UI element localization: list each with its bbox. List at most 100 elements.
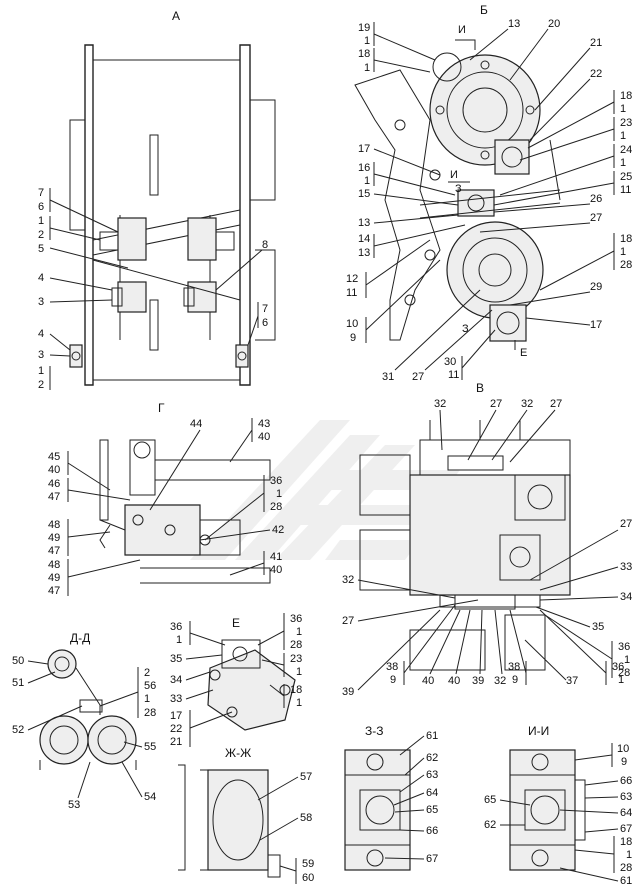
callout-g-44: 44 — [190, 418, 202, 430]
callout-b-15: 15 — [358, 188, 370, 200]
callout-dd-56: 56 — [144, 680, 156, 692]
view-dd-callouts: 50 51 2 56 1 28 52 55 53 54 — [12, 655, 156, 811]
callout-ii-64: 64 — [620, 807, 632, 819]
callout-ii-61: 61 — [620, 875, 632, 887]
callout-b-18b-1: 1 — [620, 103, 626, 115]
view-ii: И-И — [509, 724, 586, 871]
callout-g-41: 41 — [270, 551, 282, 563]
callout-g-36-28: 28 — [270, 501, 282, 513]
callout-e-34: 34 — [170, 674, 182, 686]
callout-a-8: 8 — [262, 239, 268, 251]
callout-v-34: 34 — [620, 591, 632, 603]
callout-g-48-47: 47 — [48, 545, 60, 557]
callout-g-48b: 48 — [48, 559, 60, 571]
callout-ii-18-28: 28 — [620, 862, 632, 874]
callout-e-35: 35 — [170, 653, 182, 665]
callout-g-46-47: 47 — [48, 491, 60, 503]
callout-dd-50: 50 — [12, 655, 24, 667]
callout-ii-62: 62 — [484, 819, 496, 831]
callout-b-26: 26 — [590, 193, 602, 205]
callout-a-1: 1 — [38, 215, 44, 227]
callout-dd-54: 54 — [144, 791, 156, 803]
callout-b-24: 24 — [620, 144, 632, 156]
callout-ii-10: 10 — [617, 743, 629, 755]
callout-a-4: 4 — [38, 272, 44, 284]
callout-g-36: 36 — [270, 475, 282, 487]
callout-ii-67: 67 — [620, 823, 632, 835]
callout-zz-64: 64 — [426, 787, 438, 799]
callout-b-19: 19 — [358, 22, 370, 34]
callout-b-20: 20 — [548, 18, 560, 30]
callout-v-39: 39 — [342, 686, 354, 698]
callout-dd-2: 2 — [144, 667, 150, 679]
callout-ii-10-9: 9 — [621, 756, 627, 768]
callout-a-3b: 3 — [38, 349, 44, 361]
callout-dd-55: 55 — [144, 741, 156, 753]
callout-v-32c: 32 — [342, 574, 354, 586]
view-e-title: Е — [232, 616, 240, 630]
callout-g-48-49: 49 — [48, 532, 60, 544]
callout-b-27b: 27 — [412, 371, 424, 383]
callout-a-6: 6 — [38, 201, 44, 213]
view-g-callouts: 44 43 40 45 40 46 47 36 1 28 48 49 47 42… — [48, 418, 284, 597]
view-ii-title: И-И — [528, 724, 549, 738]
view-e-callouts: 36 1 35 34 33 17 22 21 36 1 28 23 1 18 1 — [170, 613, 302, 748]
section-marker-i-bottom: И — [450, 169, 458, 181]
callout-v-37: 37 — [566, 675, 578, 687]
callout-a-2b: 2 — [38, 379, 44, 391]
callout-b-30: 30 — [444, 356, 456, 368]
callout-g-42: 42 — [272, 524, 284, 536]
callout-v-35: 35 — [592, 621, 604, 633]
section-marker-e: Е — [520, 347, 527, 359]
callout-g-46: 46 — [48, 478, 60, 490]
callout-dd-53: 53 — [68, 799, 80, 811]
callout-b-10-9: 9 — [350, 332, 356, 344]
callout-zz-66: 66 — [426, 825, 438, 837]
callout-b-18: 18 — [358, 48, 370, 60]
callout-v-27: 27 — [490, 398, 502, 410]
callout-v-33: 33 — [620, 561, 632, 573]
callout-e-22: 22 — [170, 723, 182, 735]
view-a-title: А — [172, 9, 180, 23]
callout-dd-1: 1 — [144, 693, 150, 705]
view-b-title: Б — [480, 3, 488, 17]
callout-b-24-1: 1 — [620, 157, 626, 169]
view-b: Б — [354, 3, 561, 342]
callout-b-18-1: 1 — [364, 62, 370, 74]
callout-e-36b-1: 1 — [296, 626, 302, 638]
callout-b-13b: 13 — [358, 217, 370, 229]
callout-ii-65: 65 — [484, 794, 496, 806]
view-zz-callouts: 61 62 63 64 65 66 67 — [384, 730, 438, 865]
callout-v-40: 40 — [422, 675, 434, 687]
callout-b-12: 12 — [346, 273, 358, 285]
callout-b-13c: 13 — [358, 247, 370, 259]
callout-zz-65: 65 — [426, 804, 438, 816]
callout-g-43: 43 — [258, 418, 270, 430]
callout-v-39b: 39 — [472, 675, 484, 687]
callout-b-14: 14 — [358, 233, 370, 245]
callout-b-22: 22 — [590, 68, 602, 80]
callout-zhzh-60: 60 — [302, 872, 314, 884]
callout-v-36-28: 28 — [618, 667, 630, 679]
callout-v-36b-1: 1 — [618, 674, 624, 686]
callout-v-36-1: 1 — [624, 654, 630, 666]
view-dd-title: Д-Д — [70, 631, 90, 645]
callout-zhzh-57: 57 — [300, 771, 312, 783]
callout-b-25: 25 — [620, 171, 632, 183]
callout-a-6b: 6 — [262, 317, 268, 329]
callout-ii-18: 18 — [620, 836, 632, 848]
callout-v-36b: 36 — [612, 661, 624, 673]
view-v: В — [359, 381, 571, 671]
callout-e-36: 36 — [170, 621, 182, 633]
callout-v-38-9: 9 — [390, 674, 396, 686]
callout-v-32b: 32 — [521, 398, 533, 410]
callout-a-2: 2 — [38, 229, 44, 241]
section-marker-z-bottom: З — [462, 323, 469, 335]
callout-ii-18-1: 1 — [626, 849, 632, 861]
callout-zz-61: 61 — [426, 730, 438, 742]
callout-dd-51: 51 — [12, 677, 24, 689]
callout-zz-63: 63 — [426, 769, 438, 781]
callout-b-21: 21 — [590, 37, 602, 49]
